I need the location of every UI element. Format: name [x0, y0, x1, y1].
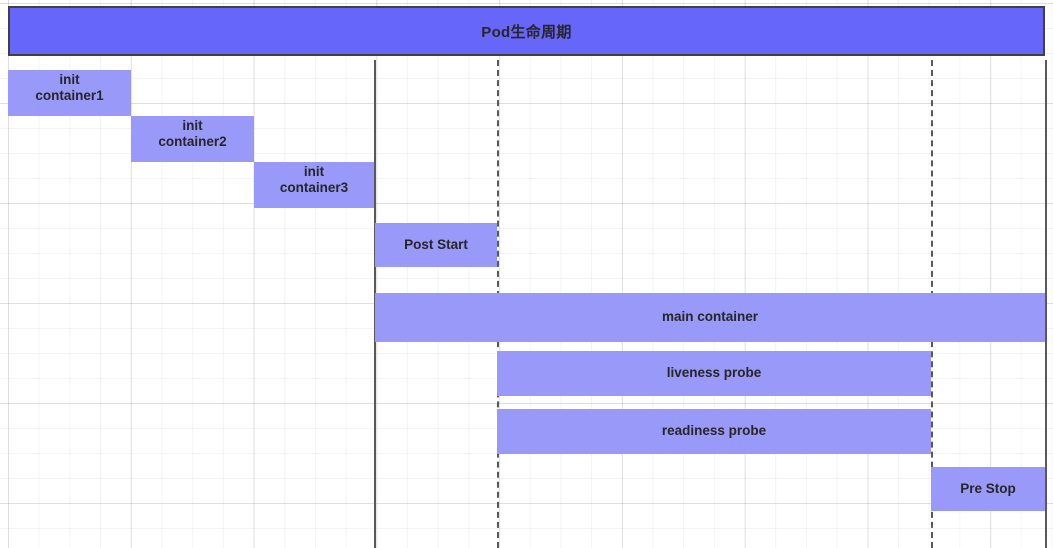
- bar-liveness-probe[interactable]: liveness probe: [497, 351, 931, 396]
- page-title: Pod生命周期: [481, 23, 572, 41]
- bar-init-container3[interactable]: init container3: [254, 162, 374, 208]
- bar-label: init container1: [35, 72, 104, 104]
- bar-init-container2[interactable]: init container2: [131, 116, 254, 162]
- bar-label: readiness probe: [661, 423, 767, 439]
- bar-label: main container: [661, 309, 759, 325]
- diagram-title-bar: Pod生命周期: [8, 6, 1045, 56]
- bar-main-container[interactable]: main container: [375, 293, 1045, 342]
- bar-init-container1[interactable]: init container1: [8, 70, 131, 116]
- bar-label: init container2: [158, 118, 227, 150]
- bar-post-start[interactable]: Post Start: [375, 223, 497, 267]
- pod-end-line: [1045, 60, 1047, 548]
- bar-pre-stop[interactable]: Pre Stop: [931, 467, 1045, 511]
- bar-label: init container3: [279, 164, 349, 196]
- bar-readiness-probe[interactable]: readiness probe: [497, 409, 931, 454]
- bar-label: Pre Stop: [960, 480, 1016, 496]
- bar-label: Post Start: [404, 236, 468, 252]
- bar-label: liveness probe: [666, 365, 762, 381]
